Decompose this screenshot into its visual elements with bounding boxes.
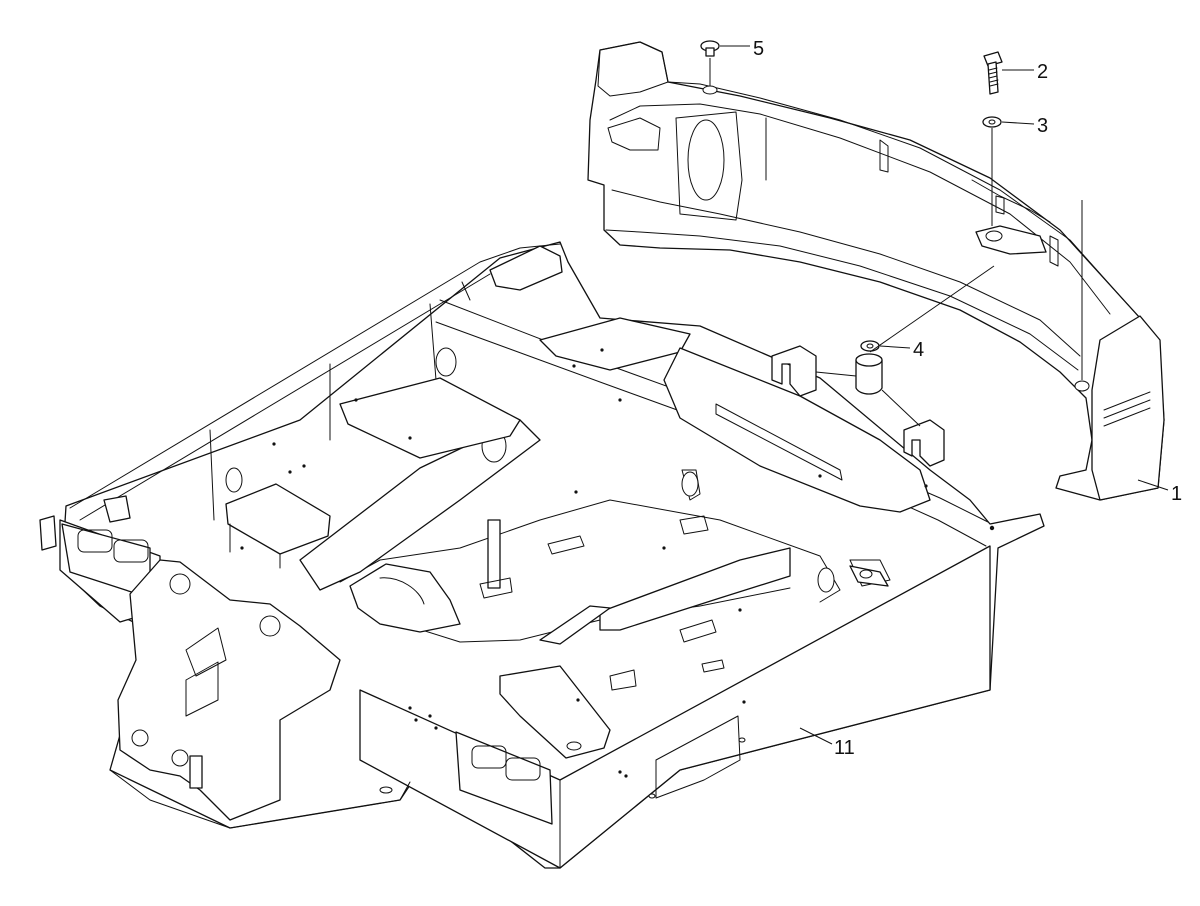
callout-5: 5 [720, 38, 764, 60]
washer-4-hole [866, 343, 874, 349]
callout-4-label: 4 [913, 339, 924, 361]
callout-4: 4 [879, 339, 924, 361]
assembly-line-mount [869, 265, 995, 353]
callout-1-label: 1 [1171, 483, 1182, 505]
mount-link-line-2 [881, 389, 921, 427]
counterweight [587, 41, 1165, 501]
callout-2: 2 [1002, 61, 1048, 83]
callout-1: 1 [1137, 479, 1182, 505]
callout-5-label: 5 [753, 38, 764, 60]
callout-11: 11 [799, 727, 855, 759]
upper-frame [39, 241, 1045, 869]
rubber-mount [855, 353, 883, 395]
mount-bracket-right [903, 419, 945, 467]
callout-3: 3 [1001, 115, 1048, 137]
plug-seat [702, 85, 718, 95]
callout-2-label: 2 [1037, 61, 1048, 83]
callout-3-label: 3 [1037, 115, 1048, 137]
callout-11-label: 11 [834, 737, 855, 759]
bolt [983, 51, 1003, 95]
mount-bracket-left [771, 345, 817, 397]
washer-3-hole [988, 119, 996, 125]
mount-link-line-1 [815, 371, 857, 377]
plug [700, 40, 720, 57]
